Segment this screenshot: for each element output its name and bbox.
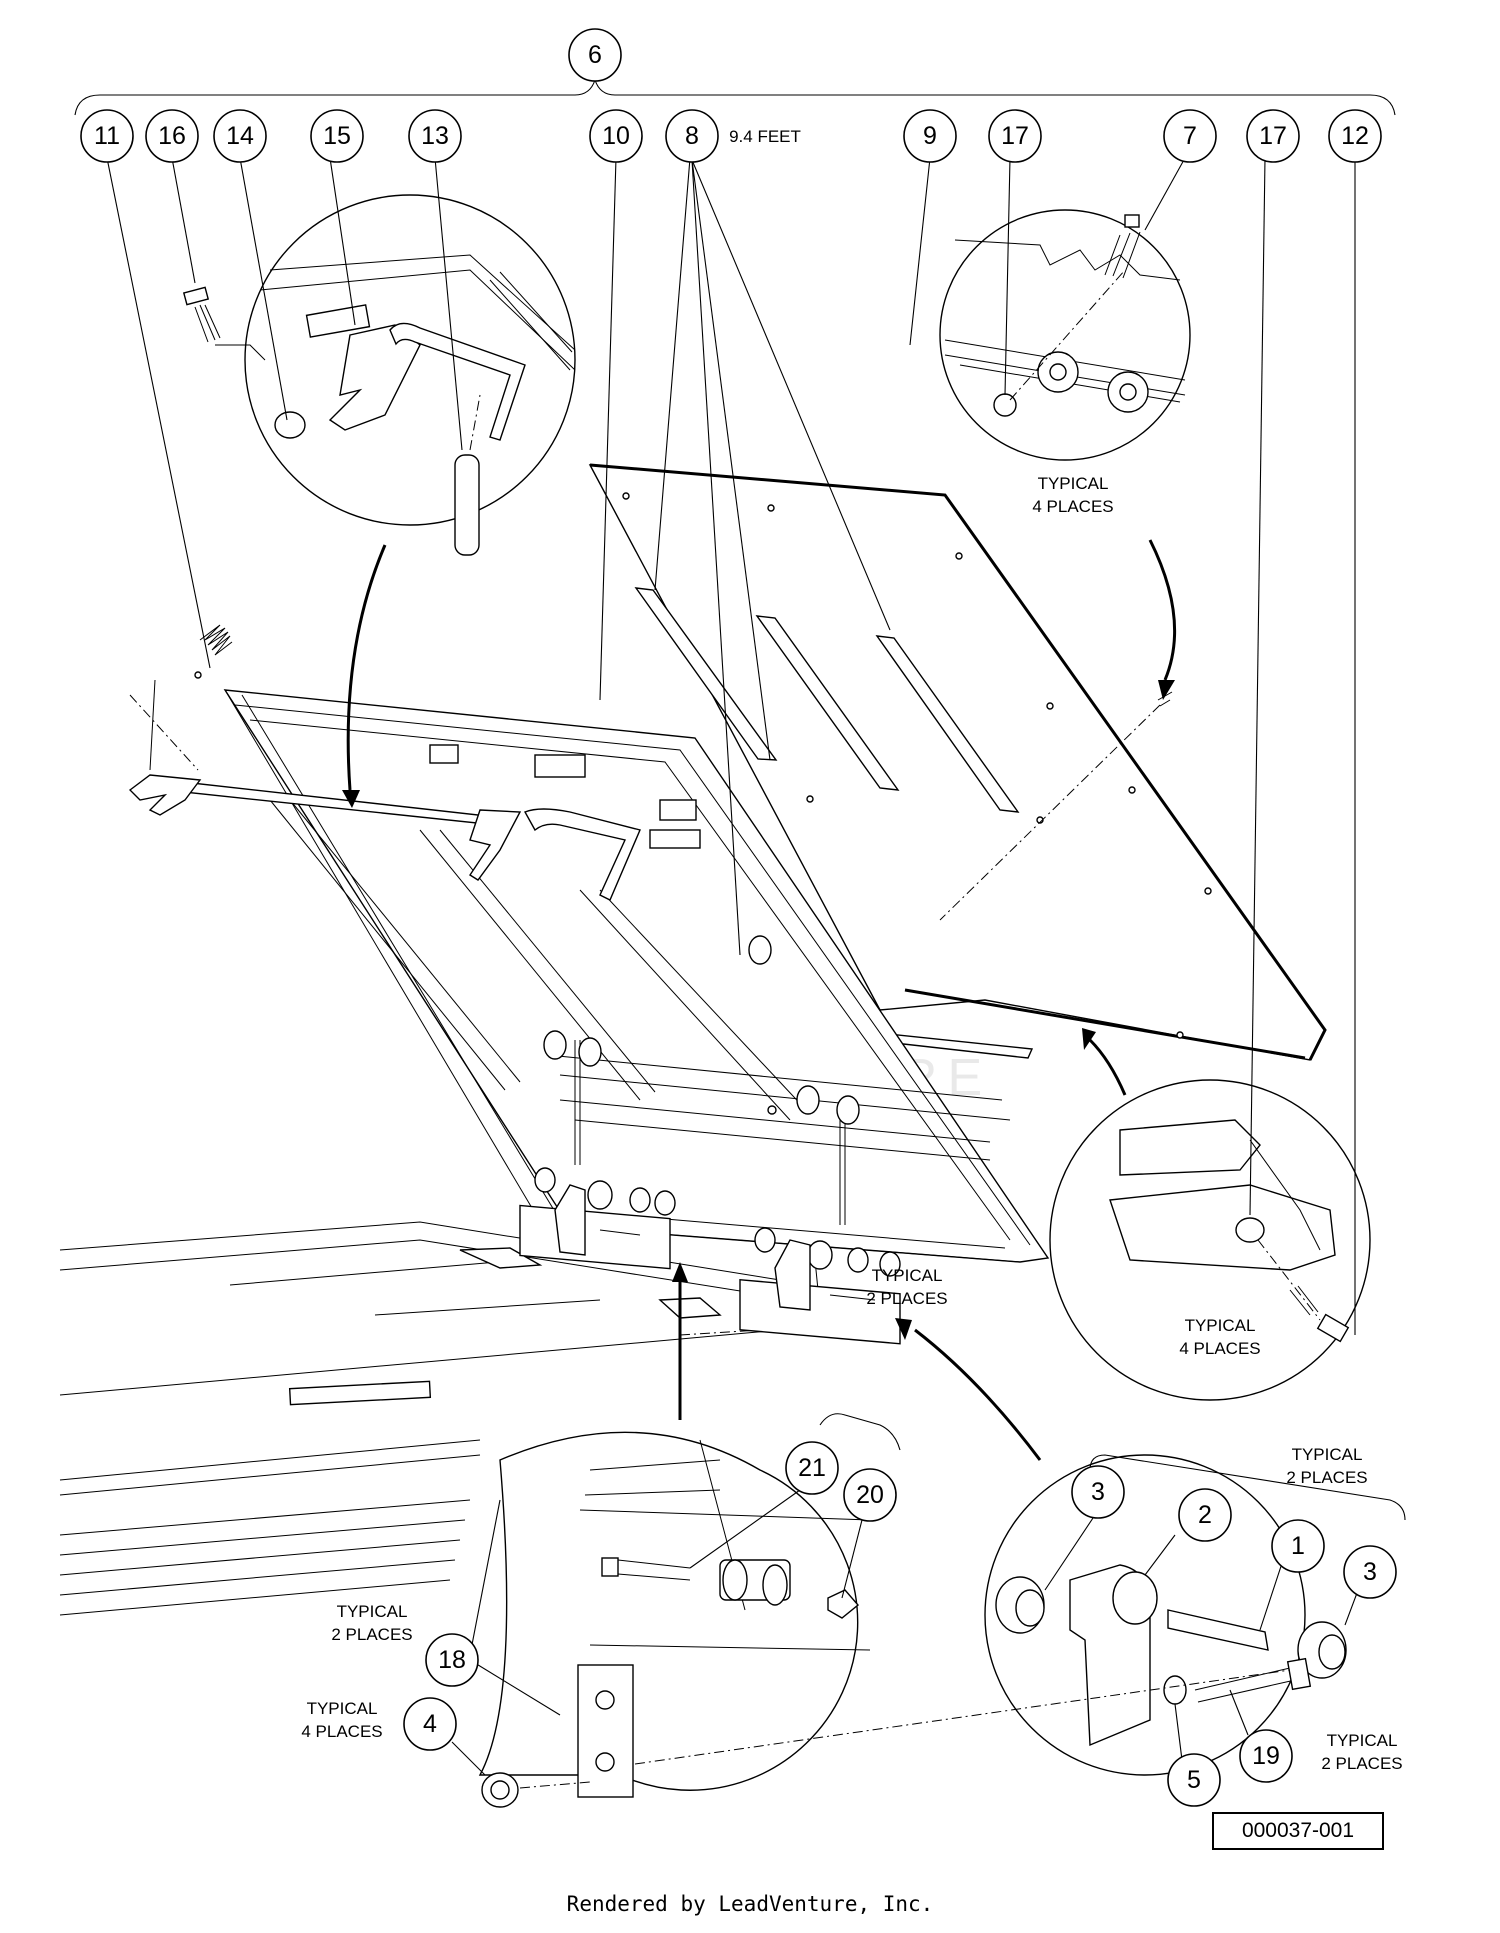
callout-16: 16 — [145, 109, 199, 163]
callout-11: 11 — [80, 109, 134, 163]
note-typical-2-places-left: TYPICAL 2 PLACES — [331, 1602, 412, 1644]
hinge-arrowhead-right — [895, 1318, 912, 1340]
svg-text:TYPICAL: TYPICAL — [1038, 474, 1109, 493]
svg-text:4 PLACES: 4 PLACES — [1179, 1339, 1260, 1358]
svg-text:20: 20 — [856, 1481, 884, 1509]
latch-rod-assembly — [128, 679, 641, 901]
callout-21: 21 — [785, 1441, 839, 1495]
callout-8: 8 — [665, 109, 719, 163]
callout-7: 7 — [1163, 109, 1217, 163]
svg-text:3: 3 — [1363, 1558, 1377, 1586]
brace-parts-20-21 — [819, 1413, 901, 1451]
corner-detail-arrow — [1088, 1038, 1127, 1096]
svg-text:TYPICAL: TYPICAL — [1327, 1731, 1398, 1750]
svg-text:19: 19 — [1252, 1742, 1280, 1770]
truck-bed — [59, 1221, 821, 1616]
callout-12: 12 — [1328, 109, 1382, 163]
callout-17-upper: 17 — [988, 109, 1042, 163]
callout-3-left: 3 — [1071, 1465, 1125, 1519]
note-typical-4-places-upper-right: TYPICAL 4 PLACES — [1032, 474, 1113, 516]
svg-text:15: 15 — [323, 122, 351, 150]
note-typical-2-places-upper-brace: TYPICAL 2 PLACES — [1286, 1445, 1367, 1487]
footer-credit: Rendered by LeadVenture, Inc. — [566, 1892, 934, 1916]
svg-text:10: 10 — [602, 122, 630, 150]
svg-text:6: 6 — [588, 41, 602, 69]
svg-text:17: 17 — [1259, 122, 1287, 150]
note-typical-2-places-bottom-right: TYPICAL 2 PLACES — [1321, 1731, 1402, 1773]
assembly-6-brace — [74, 78, 1396, 116]
svg-text:TYPICAL: TYPICAL — [872, 1266, 943, 1285]
svg-text:4: 4 — [423, 1710, 437, 1738]
screw-7-small — [1157, 691, 1173, 707]
svg-text:TYPICAL: TYPICAL — [307, 1699, 378, 1718]
hinge-arrowhead-left — [672, 1262, 688, 1282]
svg-text:18: 18 — [438, 1646, 466, 1674]
svg-text:4 PLACES: 4 PLACES — [1032, 497, 1113, 516]
latch-detail-view — [244, 194, 576, 556]
callout-17-right: 17 — [1246, 109, 1300, 163]
note-typical-4-places-corner: TYPICAL 4 PLACES — [1179, 1316, 1260, 1358]
callout-4: 4 — [403, 1697, 457, 1751]
svg-text:12: 12 — [1341, 122, 1369, 150]
bolt-16-part — [182, 286, 266, 361]
leader-lines — [106, 157, 1361, 1776]
callout-15: 15 — [310, 109, 364, 163]
svg-text:2 PLACES: 2 PLACES — [1286, 1468, 1367, 1487]
svg-text:TYPICAL: TYPICAL — [1292, 1445, 1363, 1464]
spring-part — [194, 624, 233, 679]
callout-5: 5 — [1167, 1753, 1221, 1807]
callout-13: 13 — [408, 109, 462, 163]
svg-text:9: 9 — [923, 122, 937, 150]
corner-detail-view — [1049, 1079, 1371, 1401]
svg-text:TYPICAL: TYPICAL — [1185, 1316, 1256, 1335]
hinge-plate-18 — [481, 1664, 634, 1808]
callout-14: 14 — [213, 109, 267, 163]
drawing-number-box: 000037-001 — [1212, 1812, 1384, 1850]
corner-arrowhead — [1082, 1028, 1096, 1050]
callout-19: 19 — [1239, 1729, 1293, 1783]
note-typical-2-places-center: TYPICAL 2 PLACES — [866, 1266, 947, 1308]
callout-3-right: 3 — [1343, 1545, 1397, 1599]
svg-text:2 PLACES: 2 PLACES — [1321, 1754, 1402, 1773]
svg-text:13: 13 — [421, 122, 449, 150]
hinge-parts-detail-view — [634, 1454, 1347, 1776]
svg-text:2 PLACES: 2 PLACES — [331, 1625, 412, 1644]
svg-text:8: 8 — [685, 122, 699, 150]
latch-detail-arrow — [346, 544, 387, 791]
latch-arrowhead — [342, 790, 360, 808]
callout-9: 9 — [903, 109, 957, 163]
svg-text:2: 2 — [1198, 1501, 1212, 1529]
note-typical-4-places-left: TYPICAL 4 PLACES — [301, 1699, 382, 1741]
brace-parts-1-2-3 — [1089, 1454, 1406, 1521]
svg-text:17: 17 — [1001, 122, 1029, 150]
callout-2: 2 — [1178, 1488, 1232, 1542]
svg-text:5: 5 — [1187, 1766, 1201, 1794]
svg-text:16: 16 — [158, 122, 186, 150]
svg-text:1: 1 — [1291, 1532, 1305, 1560]
callout-10: 10 — [589, 109, 643, 163]
svg-text:14: 14 — [226, 122, 254, 150]
hinge-arrow-right — [914, 1328, 1042, 1461]
bed-hinge-brackets — [519, 935, 901, 1345]
svg-text:4 PLACES: 4 PLACES — [301, 1722, 382, 1741]
callout-18: 18 — [425, 1633, 479, 1687]
svg-text:11: 11 — [94, 122, 120, 150]
callout-1: 1 — [1271, 1519, 1325, 1573]
svg-text:3: 3 — [1091, 1478, 1105, 1506]
svg-text:7: 7 — [1183, 122, 1197, 150]
hinge-bolt-detail-view — [478, 1431, 871, 1791]
svg-text:2 PLACES: 2 PLACES — [866, 1289, 947, 1308]
callout-6: 6 — [568, 28, 622, 82]
note-feet: 9.4 FEET — [729, 127, 801, 146]
svg-text:TYPICAL: TYPICAL — [337, 1602, 408, 1621]
callout-20: 20 — [843, 1468, 897, 1522]
svg-text:21: 21 — [798, 1454, 826, 1482]
